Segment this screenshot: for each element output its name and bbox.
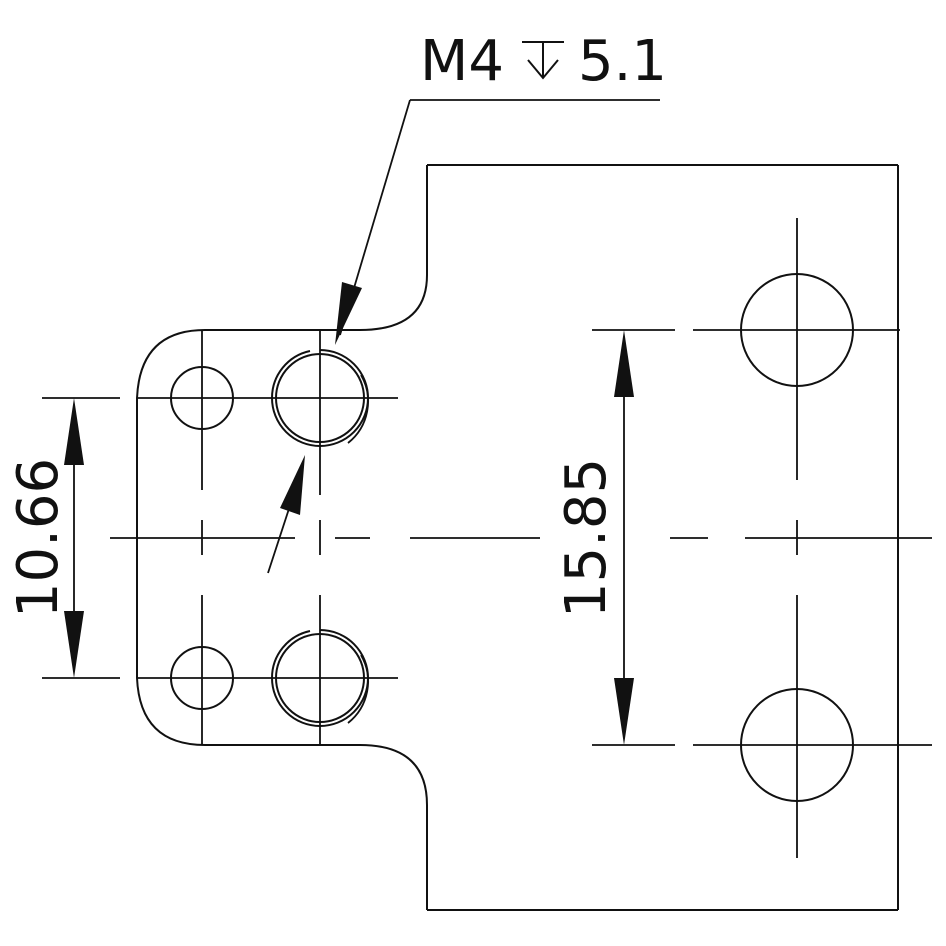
callout-thread-label: M4 [420, 29, 504, 94]
thread-leader-lower [267, 455, 305, 574]
tab-outline [136, 274, 428, 806]
dimension-right-label: 15.85 [554, 458, 619, 618]
center-lines [110, 218, 932, 858]
callout-leader-arrow [335, 282, 362, 345]
thread-callout: M4 5.1 [335, 29, 667, 345]
callout-depth-label: 5.1 [578, 29, 667, 94]
dimension-left: 10.66 [6, 397, 120, 679]
dimension-left-label: 10.66 [6, 458, 71, 618]
depth-symbol-icon [522, 41, 564, 80]
dimension-right: 15.85 [554, 330, 634, 745]
